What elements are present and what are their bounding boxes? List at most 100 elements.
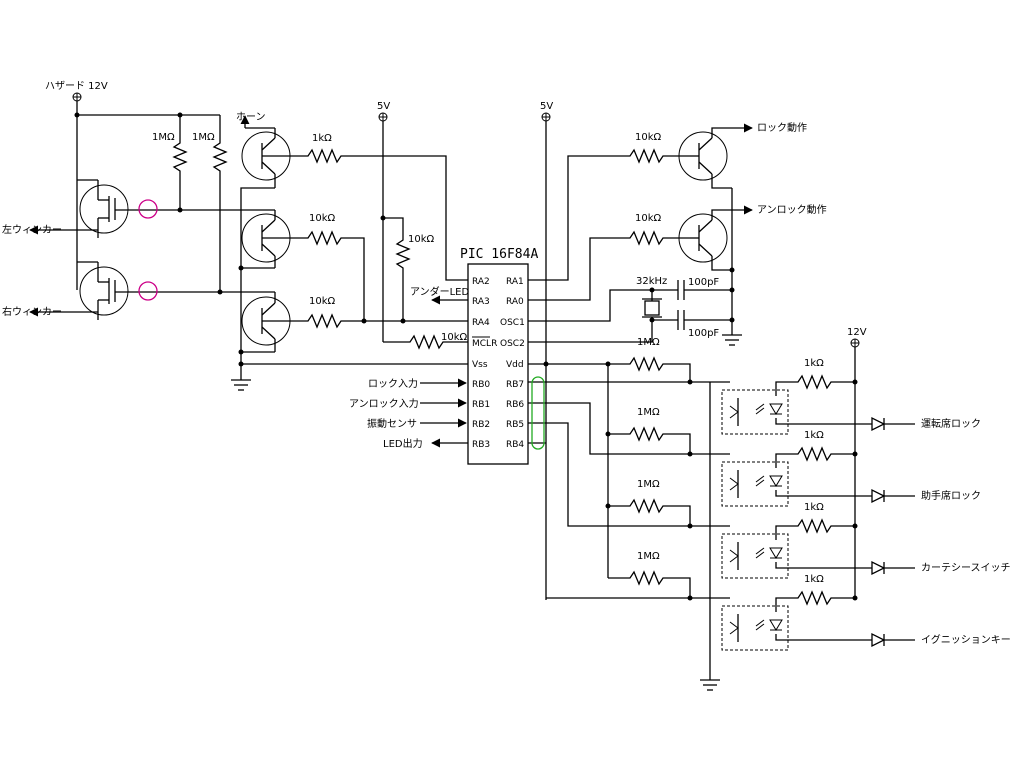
svg-text:RB0: RB0 <box>472 380 490 390</box>
5v-terminal-left: 5V <box>377 101 390 122</box>
crystal-freq-label: 32kHz <box>636 276 667 287</box>
ground-rail-right <box>722 188 742 346</box>
svg-text:1MΩ: 1MΩ <box>152 132 175 143</box>
svg-text:RA0: RA0 <box>506 297 524 307</box>
svg-text:Vdd: Vdd <box>506 360 524 370</box>
svg-text:1kΩ: 1kΩ <box>804 502 824 513</box>
svg-text:1kΩ: 1kΩ <box>312 133 332 144</box>
passenger-lock-label: 助手席ロック <box>921 489 981 502</box>
led-output-label: LED出力 <box>383 437 423 450</box>
svg-text:Vss: Vss <box>472 360 488 370</box>
cap2-label: 100pF <box>688 328 719 339</box>
svg-text:10kΩ: 10kΩ <box>309 213 336 224</box>
mosfet-left-winker <box>77 179 180 238</box>
ra0-to-unlock: 10kΩ <box>528 213 690 301</box>
5v-left-rail: 10kΩ 10kΩ <box>380 121 468 350</box>
ground-rail-left <box>231 187 468 391</box>
hazard-rail <box>74 112 221 290</box>
photocoupler-3 <box>721 533 789 579</box>
photocoupler-4 <box>721 605 789 651</box>
svg-text:1MΩ: 1MΩ <box>192 132 215 143</box>
ra1-to-lock: 10kΩ <box>528 132 690 281</box>
resistor-in2: 1MΩ <box>605 407 691 454</box>
resistor-led3: 1kΩ <box>775 502 855 540</box>
svg-text:RA1: RA1 <box>506 277 524 287</box>
unlock-input-label: アンロック入力 <box>349 397 419 410</box>
under-led-label: アンダーLED <box>410 285 469 298</box>
transistor-right <box>220 291 300 352</box>
resistor-in4: 1MΩ <box>608 551 691 598</box>
diode-passenger-lock <box>775 488 915 504</box>
mosfet-right-winker <box>77 261 220 320</box>
5v-label-right: 5V <box>540 101 553 112</box>
12v-rail <box>852 347 858 601</box>
svg-text:1MΩ: 1MΩ <box>637 479 660 490</box>
resistor-led1: 1kΩ <box>775 358 855 396</box>
chip-name: PIC 16F84A <box>460 247 538 262</box>
svg-text:1kΩ: 1kΩ <box>804 358 824 369</box>
svg-text:MCLR: MCLR <box>472 339 497 349</box>
svg-text:RB3: RB3 <box>472 440 490 450</box>
diode-driver-lock <box>775 416 915 432</box>
svg-text:10kΩ: 10kΩ <box>309 296 336 307</box>
resistor-in3: 1MΩ <box>605 479 691 526</box>
cap1-label: 100pF <box>688 277 719 288</box>
vdd-rail <box>528 121 611 600</box>
pullup-label: 10kΩ <box>408 234 435 245</box>
rb-highlight <box>531 376 545 450</box>
resistor-led2: 1kΩ <box>775 430 855 468</box>
12v-label: 12V <box>847 327 867 338</box>
pic-chip: PIC 16F84A RA2 RA3 RA4 MCLR Vss RB0 RB1 … <box>460 247 538 465</box>
horn-label: ホーン <box>236 111 266 123</box>
svg-text:OSC1: OSC1 <box>500 318 525 328</box>
svg-text:1kΩ: 1kΩ <box>804 574 824 585</box>
mclr-res-label: 10kΩ <box>441 332 468 343</box>
12v-terminal: 12V <box>847 327 867 348</box>
svg-text:10kΩ: 10kΩ <box>635 132 662 143</box>
svg-text:1MΩ: 1MΩ <box>637 407 660 418</box>
svg-text:1kΩ: 1kΩ <box>804 430 824 441</box>
svg-text:RB7: RB7 <box>506 380 524 390</box>
lock-input-label: ロック入力 <box>368 377 418 390</box>
svg-text:RA2: RA2 <box>472 277 490 287</box>
transistor-unlock <box>678 205 753 271</box>
photocoupler-1 <box>721 389 789 435</box>
svg-text:1MΩ: 1MΩ <box>637 337 660 348</box>
crystal-osc: 32kHz 100pF 100pF <box>528 276 732 343</box>
photocoupler-2 <box>721 461 789 507</box>
mark-circle-right <box>138 281 158 301</box>
hazard-label: ハザード 12V <box>45 80 108 92</box>
5v-terminal-right: 5V <box>540 101 553 122</box>
rb-lines <box>528 379 730 601</box>
svg-text:RB4: RB4 <box>506 440 524 450</box>
resistor-q2-10k: 10kΩ <box>300 213 365 321</box>
unlock-action-label: アンロック動作 <box>757 203 827 216</box>
svg-text:10kΩ: 10kΩ <box>635 213 662 224</box>
5v-label-left: 5V <box>377 101 390 112</box>
resistor-1M-b: 1MΩ <box>192 132 228 292</box>
lock-action-label: ロック動作 <box>757 121 807 134</box>
vibration-sensor-label: 振動センサ <box>367 417 417 430</box>
transistor-left <box>180 209 300 268</box>
resistor-in1: 1MΩ <box>608 337 691 382</box>
diode-ignition <box>775 632 915 648</box>
svg-text:RA4: RA4 <box>472 318 490 328</box>
resistor-1M-a: 1MΩ <box>152 132 188 210</box>
mark-circle-left <box>138 199 158 219</box>
svg-text:RB2: RB2 <box>472 420 490 430</box>
transistor-lock <box>678 123 753 189</box>
svg-text:RB5: RB5 <box>506 420 524 430</box>
diode-courtesy <box>775 560 915 576</box>
right-winker-label: 右ウィンカー <box>2 305 62 318</box>
left-winker-label: 左ウィンカー <box>2 223 62 236</box>
svg-text:RB6: RB6 <box>506 400 524 410</box>
ignition-key-label: イグニッションキー <box>921 633 1011 646</box>
svg-text:RB1: RB1 <box>472 400 490 410</box>
hazard-12v-terminal: ハザード 12V <box>45 80 108 115</box>
resistor-horn-1k: 1kΩ <box>300 133 468 281</box>
photocoupler-ground <box>700 382 720 691</box>
svg-text:1MΩ: 1MΩ <box>637 551 660 562</box>
resistor-q3-10k: 10kΩ <box>300 296 468 329</box>
courtesy-switch-label: カーテシースイッチ <box>921 562 1011 574</box>
